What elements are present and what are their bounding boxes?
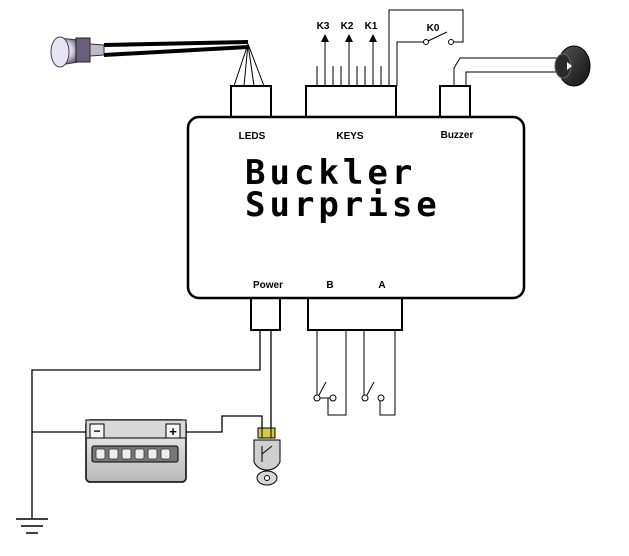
buzzer-connector xyxy=(439,85,471,119)
a-label: A xyxy=(378,280,385,291)
k2-label: K2 xyxy=(341,21,354,32)
k2-arrow xyxy=(345,34,353,42)
keys-connector xyxy=(305,85,397,119)
k0-switch-lever xyxy=(427,31,448,42)
led-component xyxy=(50,36,249,68)
leds-connector xyxy=(230,85,272,119)
leds-label: LEDS xyxy=(239,131,266,142)
k3-label: K3 xyxy=(317,21,330,32)
battery-positive-terminal xyxy=(165,423,181,439)
k0-label: K0 xyxy=(427,23,440,34)
k3-arrow xyxy=(321,34,329,42)
power-label: Power xyxy=(253,280,283,291)
battery: − + xyxy=(85,419,187,483)
k1-arrow xyxy=(369,34,377,42)
buzzer-play-icon xyxy=(567,62,572,70)
title-line-1: Buckler xyxy=(245,153,416,193)
ground-symbol xyxy=(16,518,48,534)
battery-negative-sign: − xyxy=(93,424,100,438)
title-line-2: Surprise xyxy=(245,185,441,225)
b-label: B xyxy=(326,280,333,291)
b-switch xyxy=(313,330,347,416)
ignition-key-switch xyxy=(253,427,281,486)
power-connector xyxy=(250,297,281,331)
k0-contact-left xyxy=(423,39,429,45)
battery-positive-sign: + xyxy=(169,424,177,439)
ab-connector xyxy=(307,297,403,331)
main-module-box xyxy=(186,115,526,300)
buzzer-label: Buzzer xyxy=(441,130,474,141)
led-cable xyxy=(103,40,249,57)
battery-negative-terminal xyxy=(89,423,105,439)
a-switch xyxy=(361,330,396,416)
keys-label: KEYS xyxy=(336,131,364,142)
led-wires xyxy=(233,43,265,87)
battery-cells xyxy=(95,448,171,460)
buzzer-component xyxy=(453,45,591,87)
power-wires xyxy=(31,330,272,518)
k0-contact-right xyxy=(448,39,454,45)
k1-label: K1 xyxy=(365,21,378,32)
key-wires xyxy=(316,9,464,86)
